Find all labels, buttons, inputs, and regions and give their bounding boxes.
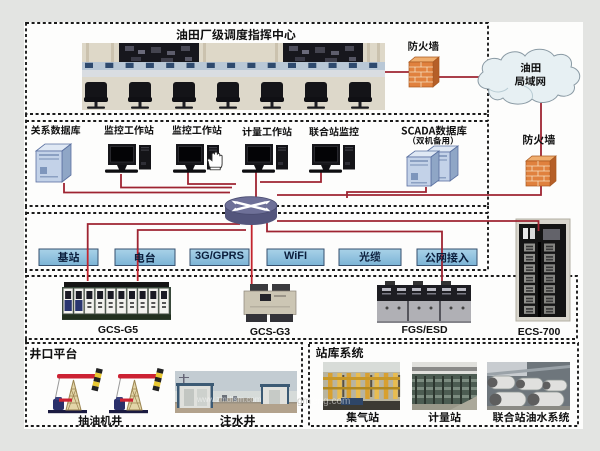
svg-text:gm: gm xyxy=(297,396,311,407)
svg-text:www.zmdfsm.com: www.zmdfsm.com xyxy=(196,395,262,404)
svg-text:eng.com: eng.com xyxy=(312,396,350,407)
